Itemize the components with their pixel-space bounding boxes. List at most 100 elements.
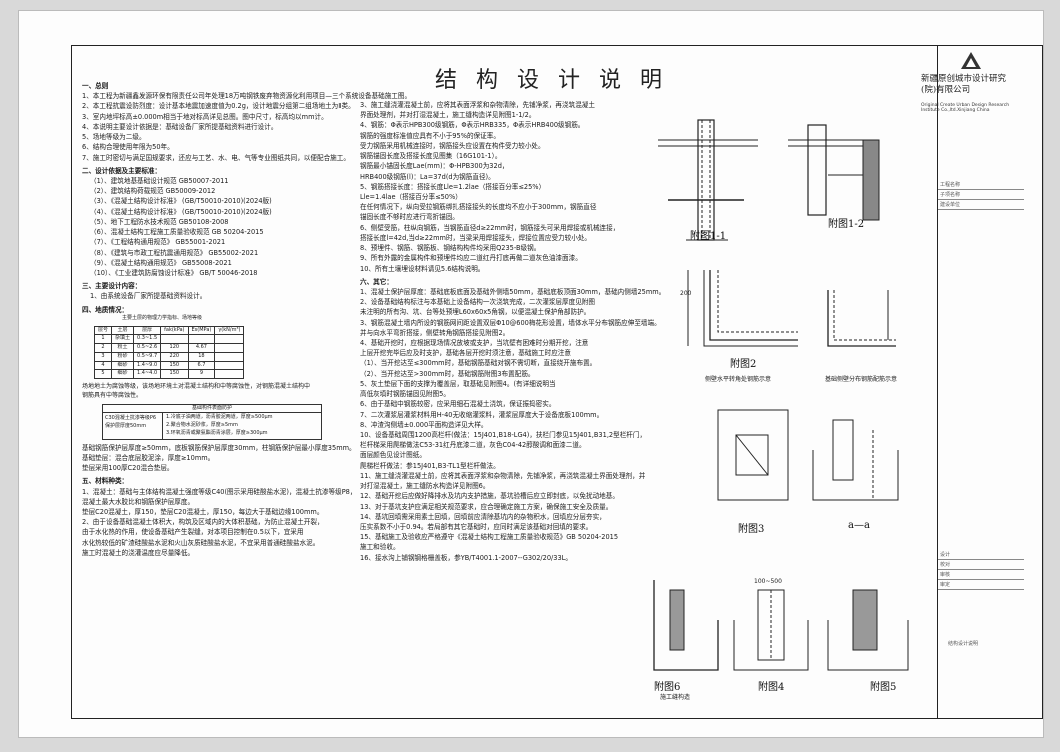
section-1-lines: 1、本工程为新疆鑫发源环保有限责任公司年处理18万吨钢铁废弃物资源化利用项目—三… [82,91,412,163]
note-line: 9、所有外露的金属构件和预埋件均应二道红丹打底再做二道灰色油漆面漆。 [360,254,582,263]
note-line: 1、由系统设备厂家所提基础资料设计。 [90,292,207,301]
note-line: 4、基础开挖时，应根据现场情况放坡或支护，当坑壁有困难时分期开挖，注意 [360,339,589,348]
table-cell: 4 [93,360,113,371]
note-line: 搭接长度l=42d,当d≥22mm时，当梁采用焊接接头，焊接位置应受力较小处。 [360,233,592,242]
note-line: Lle=1.4lae（搭接百分率≤50%） [360,192,462,201]
figure-2-right-drawing [827,290,896,347]
note-line: （1）、当开挖达至≤300mm时，基础钢筋基础对钢不需切断，直接绕开施布置。 [360,359,597,368]
note-line: 6、结构合理使用年限为50年。 [82,143,174,152]
note-line: 施工和验收。 [360,543,400,552]
tb-row: 校对 [938,560,1024,570]
note-line: 基础钢筋保护层厚度≥50mm，底板钢筋保护层厚度30mm，柱钢筋保护层最小厚度3… [82,443,356,452]
after-box-lines: 基础钢筋保护层厚度≥50mm，底板钢筋保护层厚度30mm，柱钢筋保护层最小厚度3… [82,443,372,474]
note-line: 在任何情况下，纵向受拉钢筋绑扎搭接接头的长度均不应小于300mm，钢筋直径 [360,203,597,212]
note-line: 锚固长度不够时应进行弯折锚固。 [360,213,459,222]
note-line: 爬梯栏杆做法：参15J401,B3-TL1型栏杆做法。 [360,461,500,470]
note-line: 2、设备基础结构标注与本基础上设备结构一次浇筑完成，二次灌浆层厚度见附图 [360,298,595,307]
table-header-cell: Es(MPa) [187,325,216,336]
figure-3-right-drawing [812,419,899,501]
note-line: 5、灰土垫层下面的支撑为覆盖层，取基础见附图4。(有详细说明当 [360,379,556,388]
note-line: 8、预埋件、钢筋、钢筋板、钢结构构件均采用Q235-B级钢。 [360,244,541,253]
note-line: 基础垫层：混合底层胶泥涂，厚度≥10mm。 [82,453,215,462]
note-line: （8）、《建筑与市政工程抗震通用规范》 GB55002-2021 [90,248,259,257]
tb-row: 审定 [938,580,1024,590]
table-cell: 1.4~4.0 [133,369,162,380]
tb-row: 建设单位 [938,200,1024,210]
note-line: 压实系数不小于0.94。若局部有其它基础时，应同时满足该基础对回填的要求。 [360,522,593,531]
note-line: 1、本工程为新疆鑫发源环保有限责任公司年处理18万吨钢铁废弃物资源化利用项目—三… [82,92,412,101]
figure-label: 附图3 [738,524,765,535]
figure-5-drawing [827,589,909,671]
note-line: 界面处理剂，并对打湿混凝土，施工缝构造详见附图1-1/2。 [360,111,536,120]
figure-label: 附图1-2 [828,219,865,230]
table-cell [214,334,245,345]
note-line: 由于水化热的作用，使设备基础产生裂缝，对本项目控制在0.5以下，宜采用 [82,528,304,537]
note-line: 未注明的所有沟、坑、台等处预埋L60x60x5角钢，以便混凝土保护角部防护。 [360,308,591,317]
figure-2-left-drawing [687,270,798,347]
note-line: 4、本说明主要设计依据是：基础设备厂家所提基础资料进行设计。 [82,122,278,131]
table-header-cell: fak(kPa) [160,325,189,336]
note-line: （2）、当开挖达至>300mm时，基础钢筋附图3布置配筋。 [360,369,535,378]
table-cell [214,343,245,353]
table-cell: 3 [93,351,113,362]
note-line: 6、由于基础中钢筋较密，应采用细石混凝土浇筑，保证振捣密实。 [360,400,556,409]
table-cell: 4.67 [187,343,216,353]
table-cell: 6.7 [187,360,216,371]
note-line: 垫层采用100厚C20混合垫层。 [82,464,174,473]
note-line: 上层开挖完毕后应及时支护，基础各层开挖时须注意，基础施工时应注意 [360,349,571,358]
table-cell: 150 [160,360,189,371]
note-line: 高低灰填时钢筋锚固见附图5。 [360,390,450,399]
note-line: 栏杆梯采用爬梯做法C53-31红丹底漆二道，灰色C04-42醇酸调和面漆二道。 [360,441,586,450]
note-line: 钢筋锚固长度及搭接长度见图集（16G101-1）。 [360,152,502,161]
figure-4-drawing [733,589,809,671]
note-line: 12、基础开挖后应做好降排水及坑内支护措施，基坑验槽后应立即封底，以免扰动地基。 [360,492,619,501]
note-line: 16、接水沟上铺钢钢格栅盖板，参YB/T4001.1-2007--G302/20… [360,553,572,562]
notes-column-1: 一、总则 1、本工程为新疆鑫发源环保有限责任公司年处理18万吨钢铁废弃物资源化利… [82,78,412,558]
note-line: （10）、《工业建筑防腐蚀设计标准》 GB/T 50046-2018 [90,268,258,277]
table-cell [214,360,245,371]
section-2-lines: （1）、建筑地基基础设计规范 GB50007-2011（2）、建筑结构荷载规范 … [82,176,372,278]
figure-1-1-drawing [658,119,758,241]
figure-label: 附图6 [654,682,681,693]
note-line: 8、冲渣沟侧墙±0.000平面构造详见大样。 [360,420,488,429]
table-cell: 粉土 [111,343,135,353]
title-block-drawing-name: 结构设计说明 [948,641,979,647]
note-line: 11、施工缝浇灌混凝土前，应将其表面浮浆和杂物清除，先铺净浆，再浇筑混凝土界面处… [360,471,646,480]
table-header-cell: 层号 [93,325,113,336]
note-line: 4、钢筋：Φ表示HPB300级钢筋，Φ表示HRB335，Φ表示HRB400级钢筋… [360,121,585,130]
table-caption: 主要土层的物理力学指标、场地等级 [122,314,203,321]
dimension-label: 100~500 [754,578,782,585]
table-cell: 粉砂 [111,351,135,362]
company-logo-icon [961,52,981,69]
note-line: 15、基础施工及验收应严格遵守《混凝土结构工程施工质量验收规范》GB 50204… [360,533,619,542]
section-heading: 三、主要设计内容： [82,282,142,291]
note-line: （7）、《工程结构通用规范》 GB55001-2021 [90,238,226,247]
notes-column-2: 3、施工缝浇灌混凝土前，应将其表面浮浆和杂物清除，先铺净浆，再浇筑混凝土 界面处… [360,100,665,563]
figure-caption: 基础侧壁分布钢筋配筋示意 [825,376,898,383]
table-header-cell: 土层 [111,325,135,336]
note-line: 施工时混凝土的浇灌温度应尽量降低。 [82,548,195,557]
table-cell: 220 [160,351,189,362]
note-line: 并与向水平弯折搭接，侧壁转角钢筋搭接见附图2。 [360,328,510,337]
note-line: HRB400级钢筋(l)：La=37d(d为钢筋直径)。 [360,172,495,181]
table-cell: 150 [160,369,189,380]
note-line: 5、钢筋搭接长度：搭接长度Lle=1.2lae（搭接百分率≤25%） [360,182,546,191]
company-name-en: Original Create Urban Design Research In… [921,103,1010,114]
tb-row: 设计 [938,550,1024,560]
note-line: 水化热较低的矿渣硅酸盐水泥和火山灰质硅酸盐水泥，不宜采用普通硅酸盐水泥。 [82,538,320,547]
section-6-lines: 1、混凝土保护层厚度：基础底板底面及基础外侧墙50mm，基础底板顶面30mm，基… [360,287,665,563]
page-title: 结 构 设 计 说 明 [435,68,668,93]
figure-3-left-drawing [717,409,789,501]
section-3-lines: 1、由系统设备厂家所提基础资料设计。 [82,291,372,301]
note-line: （5）、地下工程防水技术规范 GB50108-2008 [90,217,229,226]
table-cell: 1 [93,334,113,345]
figure-1-2-drawing [788,124,880,221]
detail-figures [653,119,909,671]
drawing-frame [71,45,1043,719]
note-line: 5、场地等级为二级。 [82,133,146,142]
note-line: 1、混凝土：基础与主体结构混凝土强度等级C40(图示采用硅酸盐水泥)，混凝土抗渗… [82,487,357,496]
note-line: 13、对于基坑支护应满足相关规范要求，应合理确定施工方案，确保施工安全及质量。 [360,502,613,511]
